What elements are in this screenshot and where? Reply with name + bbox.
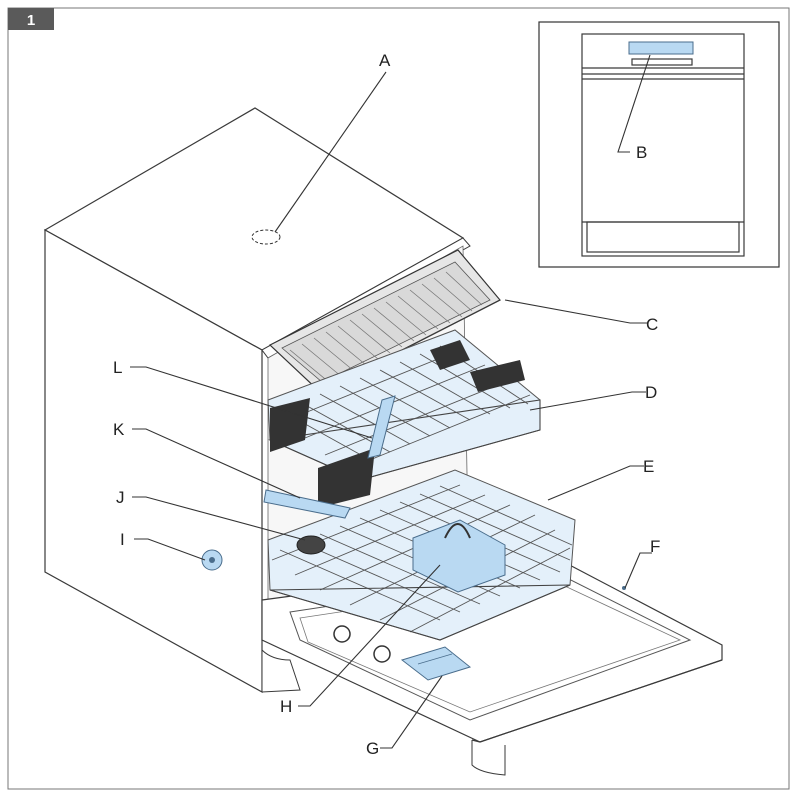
label-d: D xyxy=(645,383,657,402)
callout-labels: A B C D E F G H I J K L xyxy=(113,51,660,758)
lower-spray-arm xyxy=(263,489,351,519)
label-g: G xyxy=(366,739,379,758)
upper-basket xyxy=(267,329,541,508)
label-h: H xyxy=(280,697,292,716)
top-marker-dashed xyxy=(251,229,281,245)
label-i: I xyxy=(120,530,125,549)
leader-lines xyxy=(130,54,652,749)
lower-basket xyxy=(263,469,576,663)
salt-cap xyxy=(201,549,223,571)
cutlery-basket xyxy=(412,519,506,593)
label-j: J xyxy=(116,488,125,507)
label-k: K xyxy=(113,420,125,439)
figure-number-badge xyxy=(8,8,54,30)
label-a: A xyxy=(379,51,391,70)
label-c: C xyxy=(646,315,658,334)
label-b: B xyxy=(636,143,647,162)
label-e: E xyxy=(643,457,654,476)
control-panel-display xyxy=(628,41,694,55)
label-f: F xyxy=(650,537,660,556)
detergent-dispenser xyxy=(400,646,472,681)
front-view-inset xyxy=(538,21,780,268)
cutlery-tray xyxy=(268,249,501,393)
label-l: L xyxy=(113,358,122,377)
figure-number: 1 xyxy=(27,12,35,29)
filter xyxy=(296,535,326,555)
upper-spray-arm xyxy=(367,395,396,459)
